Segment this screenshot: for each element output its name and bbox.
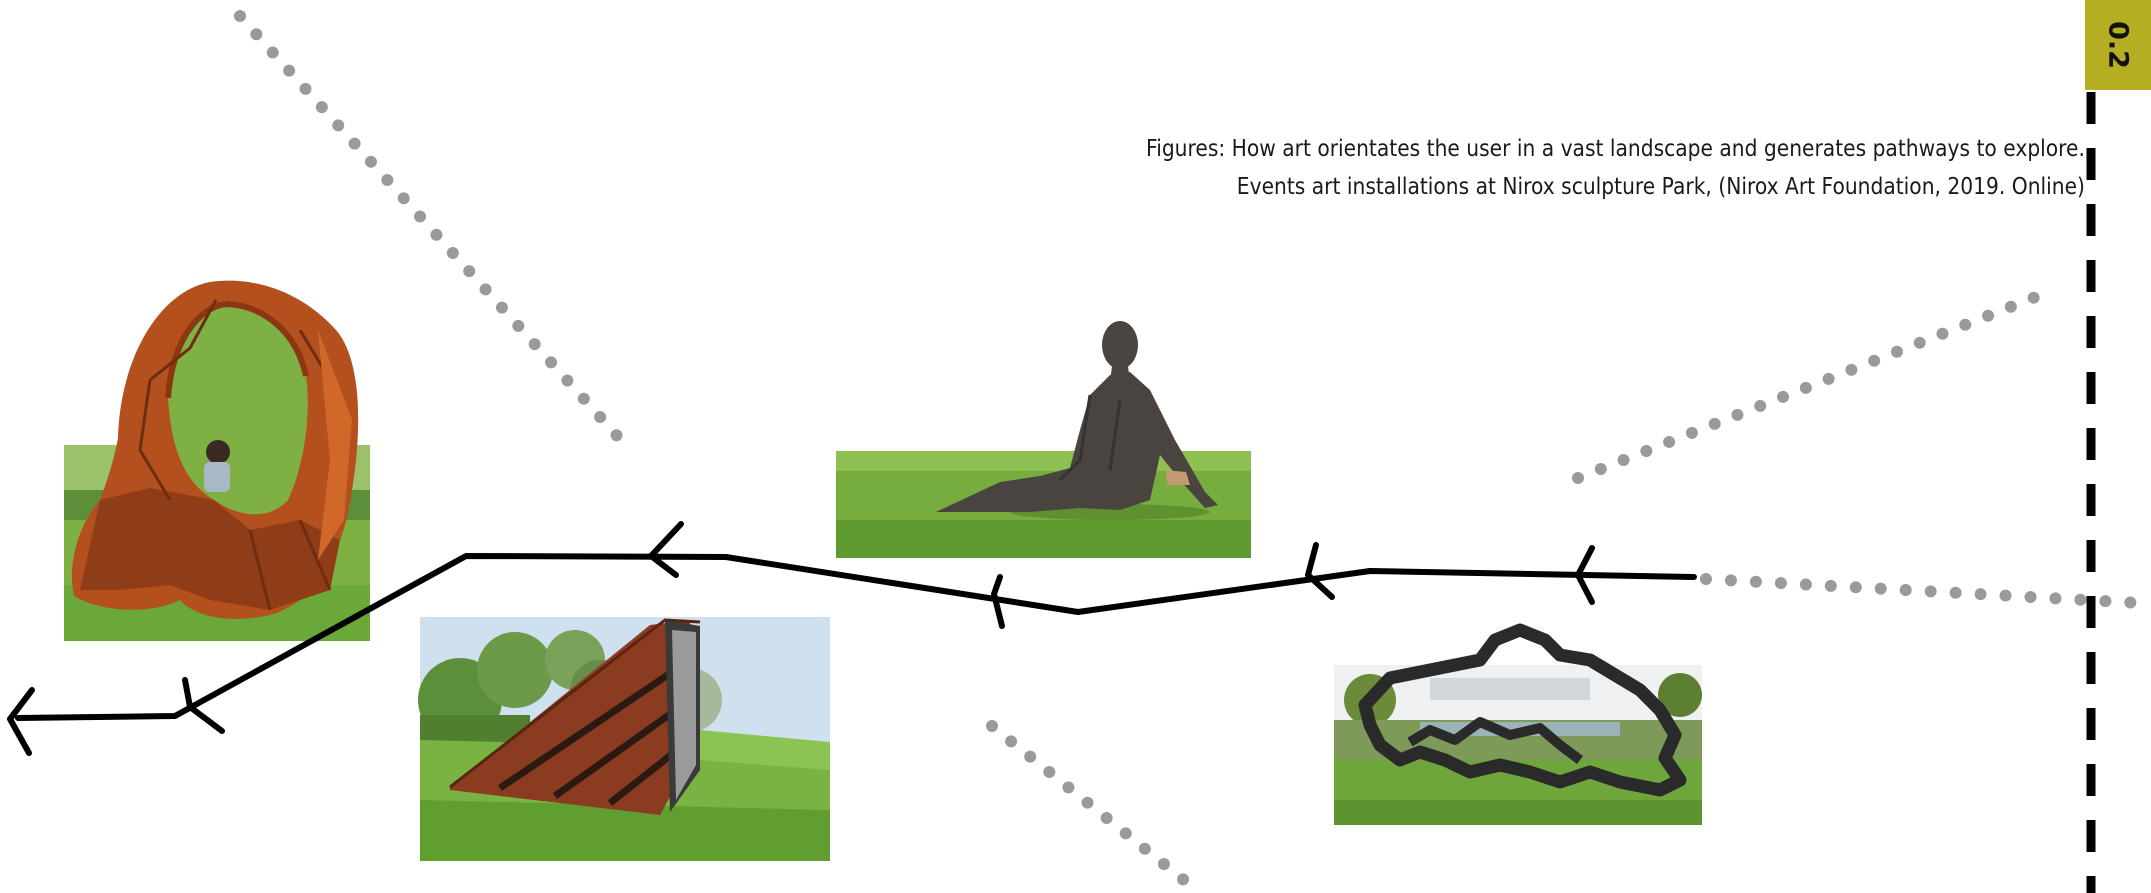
arrowhead-left-icon: [10, 690, 32, 753]
caption-line-2: Events art installations at Nirox sculpt…: [1146, 168, 2085, 206]
page-number-tab: 0.2: [2085, 0, 2151, 90]
dotted-sightline-right-diagonal: [1578, 292, 2048, 478]
figure-caption: Figures: How art orientates the user in …: [1146, 130, 2085, 206]
dotted-sightline-bottom: [992, 726, 1200, 893]
image-sitting-figure: [836, 321, 1251, 558]
chevron-left-icon: [185, 680, 222, 731]
caption-line-1: Figures: How art orientates the user in …: [1146, 130, 2085, 168]
image-outline-sculpture: [1334, 630, 1702, 825]
dotted-sightline-right-horizontal: [1706, 579, 2140, 603]
chevron-left-icon: [1308, 545, 1332, 597]
image-loop-sculpture: [64, 281, 370, 641]
image-rust-wall: [418, 617, 830, 861]
chevron-left-icon: [651, 524, 681, 575]
page-number-label: 0.2: [2103, 21, 2134, 69]
